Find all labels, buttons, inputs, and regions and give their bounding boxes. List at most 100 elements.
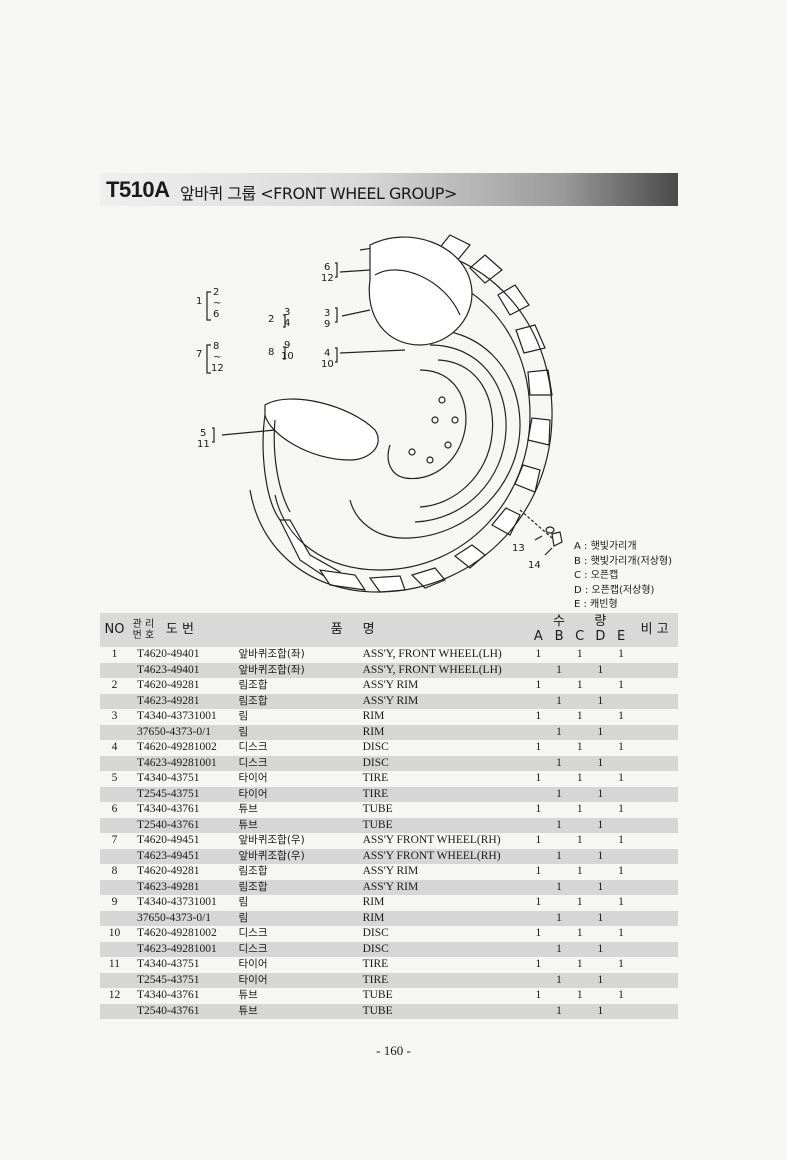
row-qty-e [610, 786, 632, 802]
row-qty-c: 1 [576, 927, 583, 939]
callout-2-top: 3 [284, 307, 291, 318]
row-remarks [631, 709, 678, 725]
page-number: - 160 - [376, 1043, 411, 1058]
row-name-english: TIRE [362, 972, 529, 988]
row-part-number: T4620-49401 [136, 648, 200, 660]
row-no [100, 972, 129, 988]
row-remarks [631, 786, 678, 802]
row-name-korean: 디스크 [238, 927, 268, 939]
row-part-number: T4623-49281001 [128, 941, 239, 957]
row-qty-b [549, 709, 570, 725]
row-qty-d [590, 678, 611, 694]
row-remarks [631, 988, 678, 1004]
row-name-korean: 타이어 [238, 958, 268, 970]
row-qty-d [590, 957, 611, 973]
row-no: 9 [111, 896, 118, 908]
callout-1-top: 2 [213, 287, 220, 298]
callout-4b-top: 4 [324, 348, 331, 359]
row-qty-e: 1 [618, 958, 624, 970]
callout-8-top: 9 [284, 340, 291, 351]
col-mgmt-no: 관 리 번 호 [128, 613, 158, 647]
row-qty-a [528, 786, 549, 802]
row-no [100, 1003, 129, 1019]
row-qty-b [549, 957, 570, 973]
row-part-number: T4340-43731001 [136, 896, 217, 908]
row-qty-a: 1 [535, 648, 542, 660]
row-name-korean: 타이어 [238, 972, 363, 988]
row-part-number: T4623-49401 [128, 662, 239, 678]
row-qty-b: 1 [548, 879, 570, 895]
legend-item: B : 햇빛가리개(저상형) [574, 555, 672, 567]
row-name-english: RIM [362, 896, 385, 908]
col-drawing-no: 도 번 [157, 613, 239, 647]
row-qty-e [610, 662, 632, 678]
row-name-korean: 앞바퀴조합(좌) [238, 662, 363, 678]
row-qty-c [569, 786, 591, 802]
row-qty-d: 1 [590, 662, 611, 678]
row-qty-c [569, 910, 591, 926]
row-qty-d: 1 [590, 848, 611, 864]
row-qty-a [528, 724, 549, 740]
row-qty-c [569, 879, 591, 895]
row-name-korean: 림 [238, 896, 249, 908]
row-qty-b: 1 [548, 786, 570, 802]
row-part-number: T4340-43761 [136, 989, 200, 1001]
row-part-number: T4620-49281002 [136, 927, 217, 939]
row-remarks [631, 755, 678, 771]
row-qty-d: 1 [590, 724, 611, 740]
row-no [100, 755, 129, 771]
wheel-illustration [206, 234, 563, 593]
row-qty-d: 1 [590, 879, 611, 895]
row-qty-e [610, 1003, 632, 1019]
row-name-english: TIRE [362, 958, 389, 970]
row-qty-e [610, 693, 632, 709]
callout-1-bot: 6 [213, 309, 220, 320]
row-part-number: T4340-43761 [136, 803, 200, 815]
row-qty-c [569, 662, 591, 678]
row-qty-c: 1 [576, 896, 583, 908]
row-remarks [631, 895, 678, 911]
row-no: 12 [108, 989, 121, 1001]
col-name-1: 품 [238, 613, 363, 647]
row-qty-c: 1 [576, 834, 583, 846]
qty-col-c: C [575, 629, 585, 645]
row-qty-a [528, 941, 549, 957]
front-wheel-diagram [180, 220, 590, 610]
qty-header-1: 수 [553, 614, 566, 630]
callout-8-bot: 10 [281, 351, 294, 362]
row-qty-b: 1 [548, 972, 570, 988]
row-qty-d [590, 709, 611, 725]
row-remarks [631, 740, 678, 756]
row-name-english: ASS'Y RIM [362, 879, 529, 895]
row-qty-a: 1 [535, 772, 542, 784]
row-qty-a [528, 910, 549, 926]
row-name-korean: 튜브 [238, 1003, 363, 1019]
row-no [100, 662, 129, 678]
col-remarks: 비 고 [631, 613, 678, 647]
row-part-number: T4340-43731001 [136, 710, 217, 722]
section-code: T510A [106, 177, 170, 202]
row-no [100, 848, 129, 864]
row-part-number: T4340-43751 [136, 772, 200, 784]
row-qty-a [528, 848, 549, 864]
section-title: 앞바퀴 그룹 <FRONT WHEEL GROUP> [180, 184, 457, 203]
callout-2-label: 2 [268, 314, 275, 325]
row-no: 11 [108, 958, 120, 970]
row-name-english: DISC [362, 755, 529, 771]
row-qty-e [610, 879, 632, 895]
row-name-korean: 타이어 [238, 786, 363, 802]
row-part-number: T4620-49281 [136, 679, 200, 691]
row-qty-c [569, 693, 591, 709]
row-name-korean: 림조합 [238, 879, 363, 895]
callout-7-top: 8 [213, 341, 220, 352]
row-name-english: ASS'Y RIM [362, 865, 419, 877]
row-qty-d: 1 [590, 817, 611, 833]
